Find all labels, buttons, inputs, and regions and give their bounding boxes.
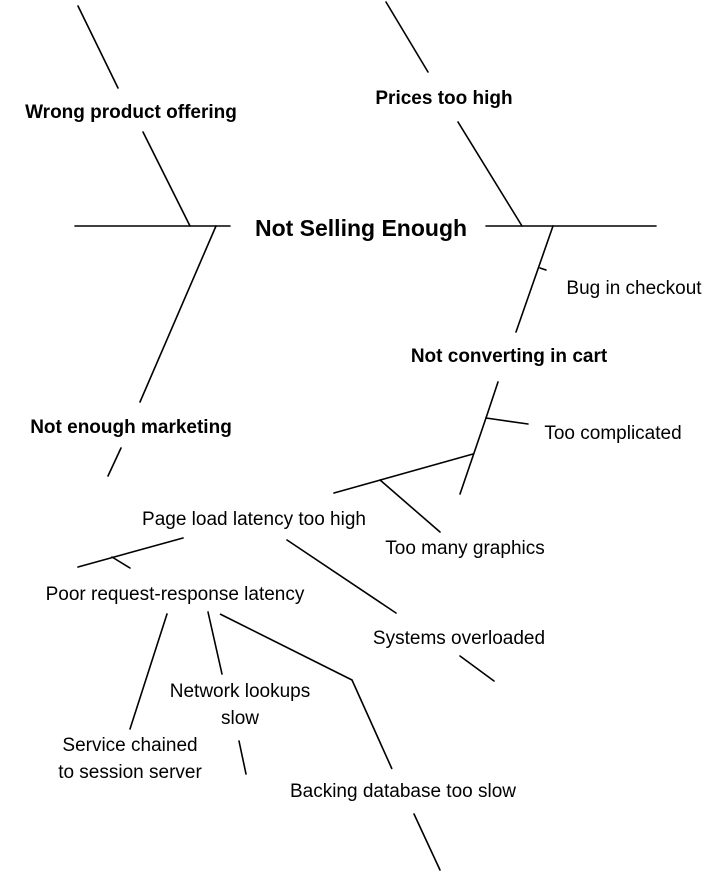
cause-network-lookups-line1: Network lookups [170, 681, 310, 702]
bone-service-chained [129, 613, 168, 730]
cause-poor-request: Poor request-response latency [46, 584, 305, 605]
cause-service-chained-line1: Service chained [62, 735, 197, 756]
cause-too-many-graphics: Too many graphics [385, 538, 544, 559]
cause-backing-db: Backing database too slow [290, 781, 516, 802]
bone-converting [515, 225, 554, 333]
bone-network-lookups [207, 611, 223, 675]
bone-systems-bottom [459, 655, 495, 682]
bone-marketing-bottom [107, 447, 122, 477]
tick-bug-checkout [539, 267, 547, 271]
bone-converting-sub-bottom [459, 417, 487, 495]
cause-bug-checkout: Bug in checkout [566, 278, 702, 299]
cause-network-lookups-line2: slow [221, 708, 259, 729]
bone-backing-db-lower [413, 813, 441, 871]
bone-page-load [333, 453, 474, 494]
cause-too-complicated: Too complicated [544, 423, 681, 444]
bone-poor-request [77, 537, 184, 568]
tick-too-many-graphics [379, 479, 441, 533]
category-wrong-product: Wrong product offering [25, 102, 237, 123]
bone-systems-top [286, 539, 397, 614]
bone-converting-sub-top [485, 381, 499, 419]
tick-too-complicated [485, 417, 529, 425]
category-converting: Not converting in cart [411, 346, 608, 367]
cause-service-chained-line2: to session server [58, 762, 202, 783]
cause-page-load: Page load latency too high [142, 509, 366, 530]
cause-systems-overloaded: Systems overloaded [373, 628, 545, 649]
bone-network-lookups-lower [238, 740, 247, 775]
tick-poor-request [111, 556, 131, 569]
bone-prices-top [385, 1, 429, 73]
bone-prices-bottom [457, 121, 523, 227]
bone-marketing-top [139, 225, 217, 403]
category-marketing: Not enough marketing [30, 417, 232, 438]
bone-backing-db [219, 613, 393, 770]
bone-wrong-product-top [77, 5, 119, 89]
bone-wrong-product-bottom [142, 131, 191, 227]
head-label: Not Selling Enough [255, 215, 467, 241]
category-prices: Prices too high [375, 88, 512, 109]
